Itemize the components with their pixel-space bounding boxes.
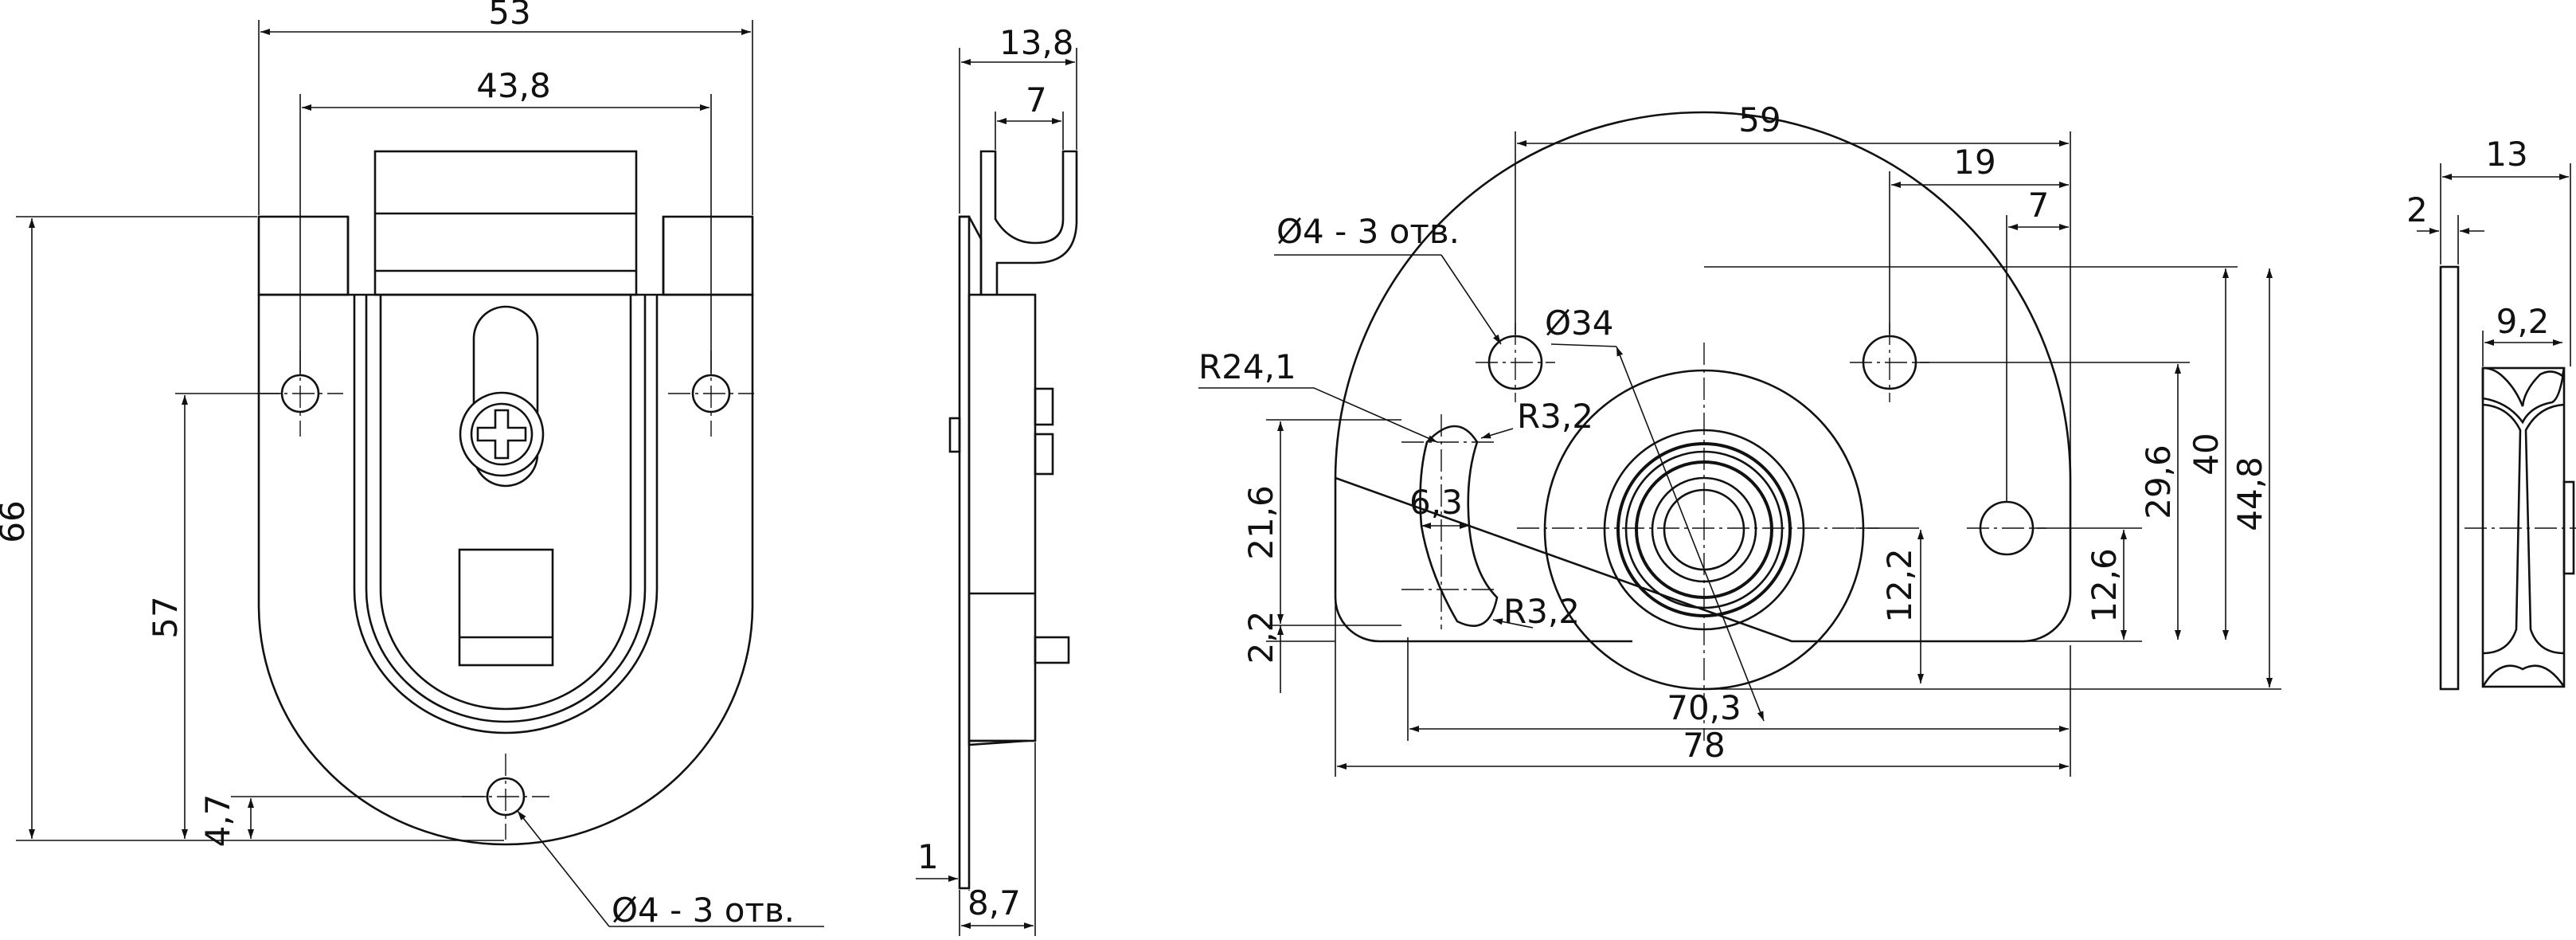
roller-block bbox=[373, 150, 638, 296]
adjust-slot bbox=[472, 305, 539, 488]
right-ear bbox=[662, 215, 754, 296]
dim-r3-2-bottom: R3,2 bbox=[1503, 592, 1580, 631]
dim-2: 2 bbox=[2406, 190, 2428, 229]
wheel-side-plate bbox=[2439, 265, 2460, 691]
left-ear bbox=[257, 215, 350, 296]
dim-43-8: 43,8 bbox=[476, 66, 551, 105]
dim-70-3: 70,3 bbox=[1667, 688, 1741, 727]
dim-13-8: 13,8 bbox=[999, 23, 1074, 62]
note-holes-front: Ø4 - 3 отв. bbox=[612, 891, 795, 930]
mount-hole-right bbox=[691, 374, 731, 413]
side-housing bbox=[967, 293, 1037, 742]
note-holes-plate: Ø4 - 3 отв. bbox=[1276, 212, 1460, 251]
dim-12-2: 12,2 bbox=[1880, 548, 1919, 623]
dim-9-2: 9,2 bbox=[2496, 302, 2550, 341]
dim-4-7: 4,7 bbox=[198, 794, 237, 848]
dim-57: 57 bbox=[146, 596, 185, 638]
dim-7-plate: 7 bbox=[2028, 186, 2050, 225]
adjust-screw-inner bbox=[470, 402, 534, 466]
side-base-plate bbox=[958, 215, 971, 890]
dim-40: 40 bbox=[2187, 433, 2226, 475]
dim-12-6: 12,6 bbox=[2085, 548, 2124, 623]
phillips-cross bbox=[476, 409, 527, 460]
wheel-body bbox=[2481, 366, 2566, 688]
dim-r24-1: R24,1 bbox=[1198, 347, 1296, 386]
wheel-profile-top bbox=[2481, 366, 2566, 425]
dim-r3-2-top: R3,2 bbox=[1517, 397, 1593, 436]
side-view: 13,8 7 1 8,7 bbox=[916, 23, 1078, 936]
side-hook bbox=[979, 150, 1078, 295]
adjust-screw-outer bbox=[459, 391, 545, 477]
dim-59: 59 bbox=[1738, 100, 1781, 139]
dim-2-2: 2,2 bbox=[1241, 611, 1280, 664]
dim-6-3: 6,3 bbox=[1409, 483, 1463, 522]
wheel-view: 13 2 9,2 bbox=[2406, 135, 2576, 691]
dim-44-8: 44,8 bbox=[2230, 456, 2269, 531]
dim-29-6: 29,6 bbox=[2139, 445, 2178, 519]
plate-outline bbox=[1334, 111, 2072, 643]
inner-channel-inner bbox=[379, 295, 632, 711]
side-stopper bbox=[1034, 636, 1070, 664]
square-stopper bbox=[458, 548, 554, 667]
front-view: 53 43,8 66 57 4,7 Ø4 - 3 отв. bbox=[0, 0, 824, 930]
front-body-outline bbox=[257, 293, 754, 846]
inner-channel-outer bbox=[353, 295, 659, 734]
dim-13: 13 bbox=[2485, 135, 2527, 174]
dim-d34: Ø34 bbox=[1545, 304, 1614, 343]
inner-channel-mid bbox=[365, 295, 647, 723]
dim-8-7: 8,7 bbox=[967, 883, 1021, 922]
plate-view: 59 19 7 Ø4 - 3 отв. Ø34 R24,1 R3,2 R3,2 … bbox=[1198, 100, 2281, 777]
side-screw-knob bbox=[948, 417, 961, 453]
dim-7-side: 7 bbox=[1026, 80, 1047, 119]
mount-hole-left bbox=[280, 374, 320, 413]
side-clip-upper bbox=[1034, 387, 1054, 426]
dim-66: 66 bbox=[0, 500, 32, 542]
dim-78: 78 bbox=[1683, 726, 1725, 765]
dim-21-6: 21,6 bbox=[1241, 485, 1280, 560]
dim-53: 53 bbox=[488, 0, 530, 32]
dim-1: 1 bbox=[917, 837, 939, 876]
dim-19: 19 bbox=[1953, 143, 1996, 182]
side-clip-lower bbox=[1034, 433, 1054, 476]
